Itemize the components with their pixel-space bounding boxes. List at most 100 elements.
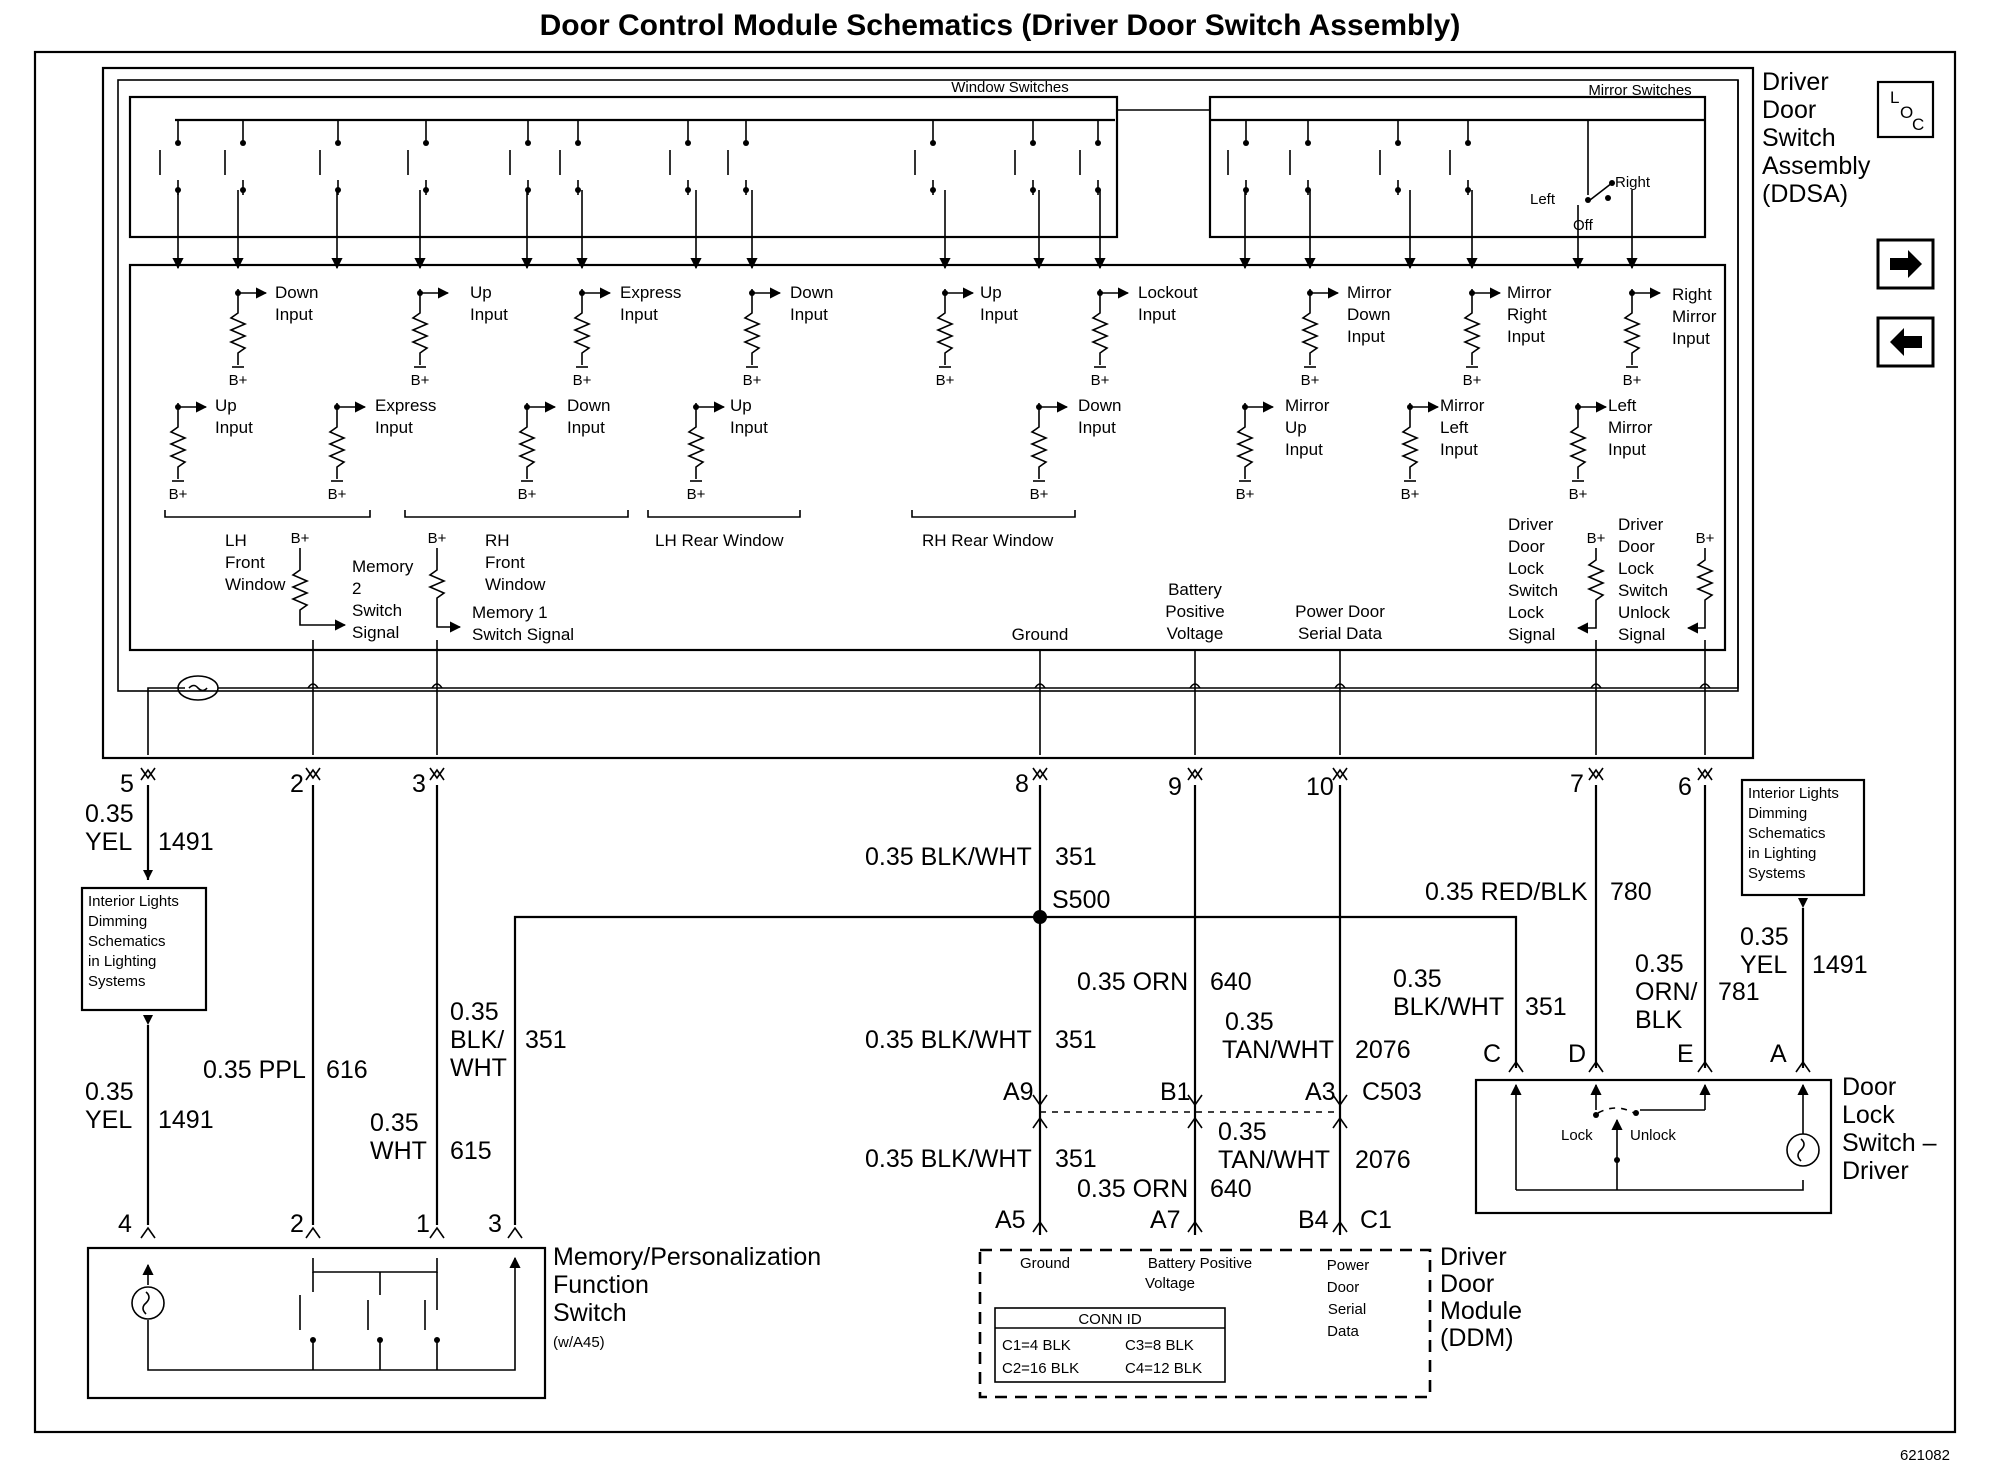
figure-number: 621082 (1900, 1447, 1950, 1464)
lh-rear-window-label: LH Rear Window (655, 531, 784, 550)
supply-label: B+ (1236, 486, 1255, 503)
lock-position-label: Lock (1561, 1127, 1593, 1144)
c503-pin: A9 (1003, 1078, 1034, 1106)
pin-number: 3 (412, 770, 426, 798)
splice-label: S500 (1052, 886, 1110, 914)
svg-text:C2=16 BLK: C2=16 BLK (1002, 1360, 1079, 1377)
svg-text:B+: B+ (291, 530, 310, 547)
pin-number: 8 (1015, 770, 1029, 798)
switch-contact (669, 120, 689, 195)
wire-label: 351 (1055, 1026, 1097, 1054)
wire-label: 615 (450, 1137, 492, 1165)
pin-number: 10 (1306, 773, 1334, 801)
pin-mark (1588, 767, 1604, 781)
wire-label: 0.35 ORN (1077, 968, 1188, 996)
wire-label: 616 (326, 1056, 368, 1084)
switch-contact (407, 120, 427, 195)
wire-label: 0.35 RED/BLK (1425, 878, 1588, 906)
pullup-resistor (228, 289, 248, 365)
svg-text:CONN ID: CONN ID (1078, 1311, 1142, 1328)
loc-icon[interactable]: L O C (1876, 80, 1935, 139)
svg-text:C: C (1912, 115, 1924, 134)
pullup-resistor (517, 403, 537, 479)
memory-pin: 2 (290, 1210, 304, 1238)
unlock-position-label: Unlock (1630, 1127, 1676, 1144)
svg-text:C4=12 BLK: C4=12 BLK (1125, 1360, 1202, 1377)
switch-contact (1449, 120, 1469, 195)
pullup-resistor (1400, 403, 1420, 479)
wire-label: 640 (1210, 968, 1252, 996)
conn-id-table (994, 1307, 1226, 1383)
illumination-icon (1786, 1133, 1820, 1167)
supply-label: B+ (743, 372, 762, 389)
switch-contact (1289, 120, 1309, 195)
pullup-resistor (1300, 289, 1320, 365)
pullup-resistor (935, 289, 955, 365)
supply-label: B+ (229, 372, 248, 389)
supply-label: B+ (1569, 486, 1588, 503)
door-lock-pin: E (1677, 1040, 1694, 1068)
arrow-right-icon[interactable] (1876, 238, 1935, 290)
ddsa-connector-pins (140, 767, 1713, 781)
door-lock-pin: C (1483, 1040, 1501, 1068)
wire-label: 1491 (158, 828, 214, 856)
ddsa-assembly: Window Switches Mirror Switches Driver D… (101, 66, 1877, 760)
supply-label: B+ (518, 486, 537, 503)
c503-pin: A7 (1150, 1206, 1181, 1234)
pin-number: 7 (1570, 770, 1584, 798)
wire-label: 0.35 ORN (1077, 1175, 1188, 1203)
supply-label: B+ (687, 486, 706, 503)
mirror-switches-box (1208, 95, 1707, 239)
mirror-off-label: Off (1573, 217, 1594, 234)
mirror-switches-label: Mirror Switches (1588, 82, 1691, 99)
svg-text:C3=8 BLK: C3=8 BLK (1125, 1337, 1194, 1354)
switch-contact (159, 120, 179, 195)
interior-lights-reference-left (80, 886, 208, 1012)
switch-contact (319, 120, 339, 195)
pullup-resistor (410, 289, 430, 365)
supply-label: B+ (1623, 372, 1642, 389)
wire-label: 351 (1055, 843, 1097, 871)
arrow-left-icon[interactable] (1876, 316, 1935, 368)
pin-mark (429, 767, 445, 781)
c503-pin: A3 (1305, 1078, 1336, 1106)
supply-label: B+ (1091, 372, 1110, 389)
pin-number: 6 (1678, 773, 1692, 801)
input-circuits: B+B+B+B+B+B+B+B+B+B+B+B+B+B+B+B+B+ (169, 287, 1662, 503)
diagram-title: Door Control Module Schematics (Driver D… (540, 9, 1461, 42)
wire-label: 351 (525, 1026, 567, 1054)
pin-number: 9 (1168, 773, 1182, 801)
switch-contact (727, 120, 747, 195)
page-border (33, 50, 1957, 1434)
pullup-resistor (1462, 289, 1482, 365)
memory-pin: 3 (488, 1210, 502, 1238)
ddsa-name: Driver Door Switch Assembly (DDSA) (1762, 68, 1877, 208)
supply-label: B+ (573, 372, 592, 389)
